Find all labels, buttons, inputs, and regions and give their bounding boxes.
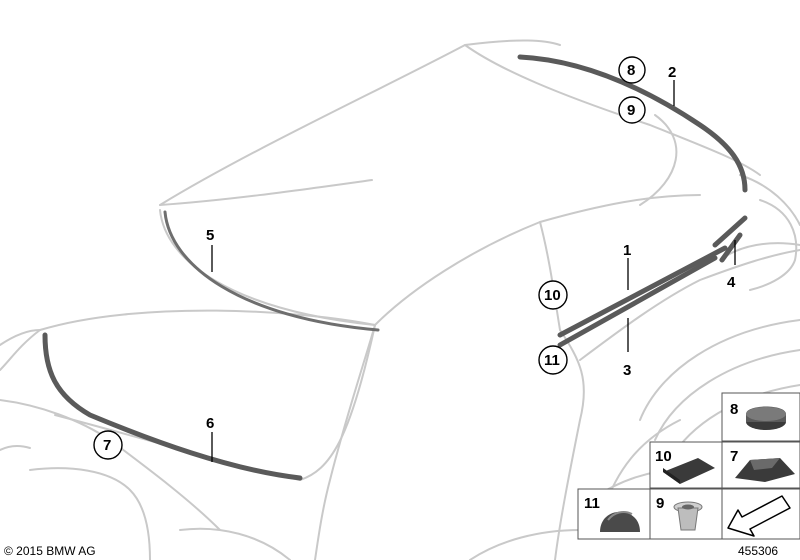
svg-text:7: 7: [103, 437, 111, 454]
circled-callout-7: 7: [93, 430, 123, 460]
svg-text:10: 10: [655, 448, 672, 465]
svg-text:11: 11: [544, 352, 560, 369]
legend-box-arrow: [721, 488, 800, 540]
part-6-windshield-trim: [42, 332, 303, 481]
callout-3: 3: [623, 362, 631, 379]
part-1-strip: [557, 245, 728, 338]
wedge-icon: [735, 458, 795, 482]
callout-1: 1: [623, 242, 631, 259]
leader-lines: [211, 80, 736, 462]
svg-text:8: 8: [730, 401, 738, 418]
part-4-strip-b: [719, 232, 743, 263]
circled-callout-11: 11: [538, 345, 568, 375]
callout-6: 6: [206, 415, 214, 432]
part-3-strip: [557, 255, 718, 348]
circled-callout-8: 8: [618, 56, 646, 84]
legend-box-11: 11: [577, 488, 651, 540]
copyright-text: © 2015 BMW AG: [4, 544, 96, 558]
callout-4: 4: [727, 274, 736, 291]
svg-text:11: 11: [584, 495, 600, 512]
legend-box-8: 8: [721, 392, 800, 442]
legend-box-9: 9: [649, 488, 723, 540]
diagram-number: 455306: [738, 544, 778, 558]
legend-box-7: 7: [721, 441, 800, 489]
part-5-window-seal: [163, 210, 380, 332]
svg-text:10: 10: [544, 287, 561, 304]
callout-2: 2: [668, 64, 676, 81]
circled-callout-10: 10: [538, 280, 568, 310]
svg-text:7: 7: [730, 448, 738, 465]
callout-5: 5: [206, 227, 214, 244]
part-4-strip: [712, 215, 748, 248]
circled-callout-9: 9: [618, 96, 646, 124]
svg-text:8: 8: [627, 62, 635, 79]
part-2-roof-moulding: [517, 54, 748, 193]
arrow-icon: [727, 495, 791, 537]
svg-text:9: 9: [656, 495, 664, 512]
parts: [42, 54, 748, 481]
svg-text:9: 9: [627, 102, 635, 119]
legend-box-10: 10: [649, 441, 723, 489]
